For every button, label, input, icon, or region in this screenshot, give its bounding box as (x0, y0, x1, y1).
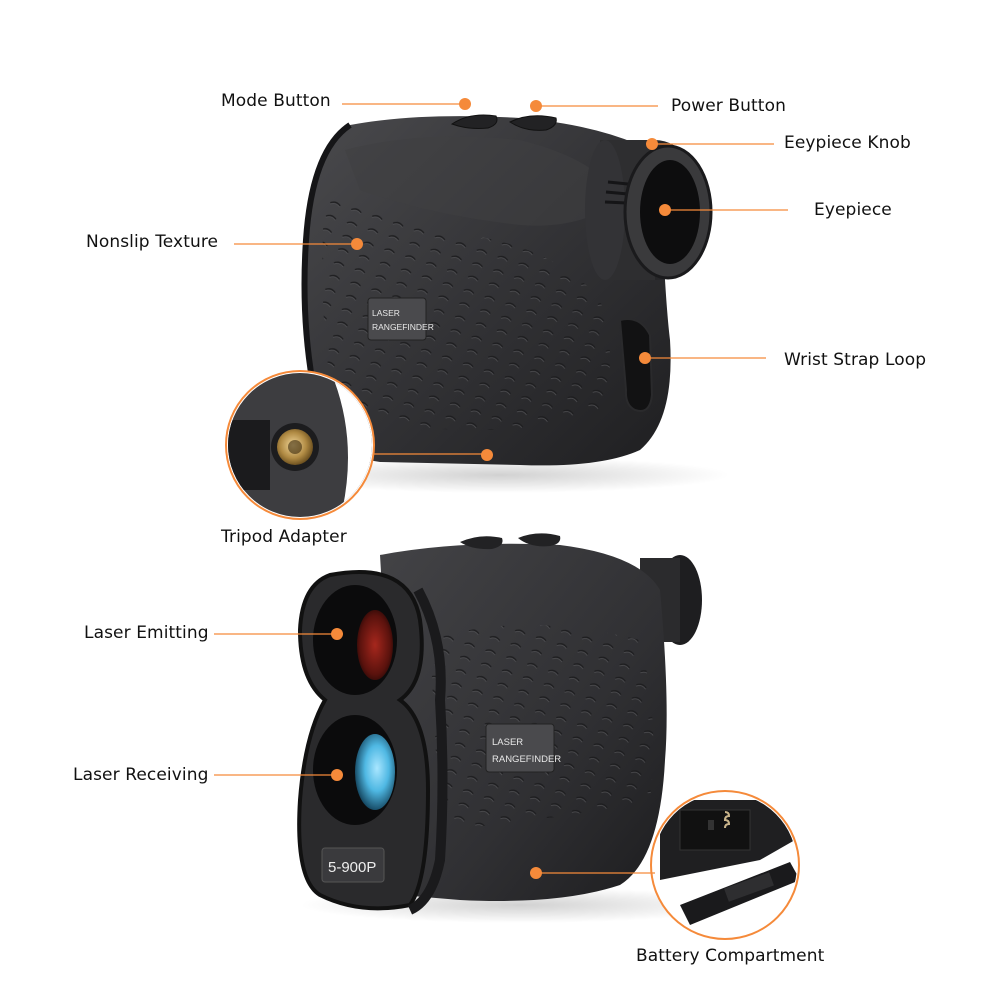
callout-label-eyepiece: Eyepiece (814, 200, 892, 220)
callout-label-laser-emitting: Laser Emitting (84, 623, 209, 643)
callout-label-power-button: Power Button (671, 96, 786, 116)
battery-compartment-inset (650, 790, 800, 940)
rangefinder-front-view: 5-900P LASER RANGEFINDER (297, 533, 740, 923)
badge-text-bottom: LASER (492, 737, 523, 748)
callout-label-eyepiece-knob: Eeypiece Knob (784, 133, 911, 153)
badge-text-top: LASER (372, 308, 400, 318)
badge-text-bottom-2: RANGEFINDER (492, 754, 561, 765)
callout-label-nonslip-texture: Nonslip Texture (86, 232, 219, 252)
callout-lines (214, 103, 788, 874)
callout-dots (331, 98, 671, 879)
model-text: 5-900P (328, 859, 376, 876)
callout-label-wrist-strap-loop: Wrist Strap Loop (784, 350, 927, 370)
badge-text-top-2: RANGEFINDER (372, 322, 434, 332)
callout-label-tripod-adapter: Tripod Adapter (221, 527, 347, 547)
callout-label-battery-compartment: Battery Compartment (636, 946, 825, 966)
callout-label-mode-button: Mode Button (221, 91, 331, 111)
callout-label-laser-receiving: Laser Receiving (73, 765, 209, 785)
tripod-adapter-inset (225, 370, 375, 520)
rangefinder-rear-view: LASER RANGEFINDER (270, 114, 730, 493)
